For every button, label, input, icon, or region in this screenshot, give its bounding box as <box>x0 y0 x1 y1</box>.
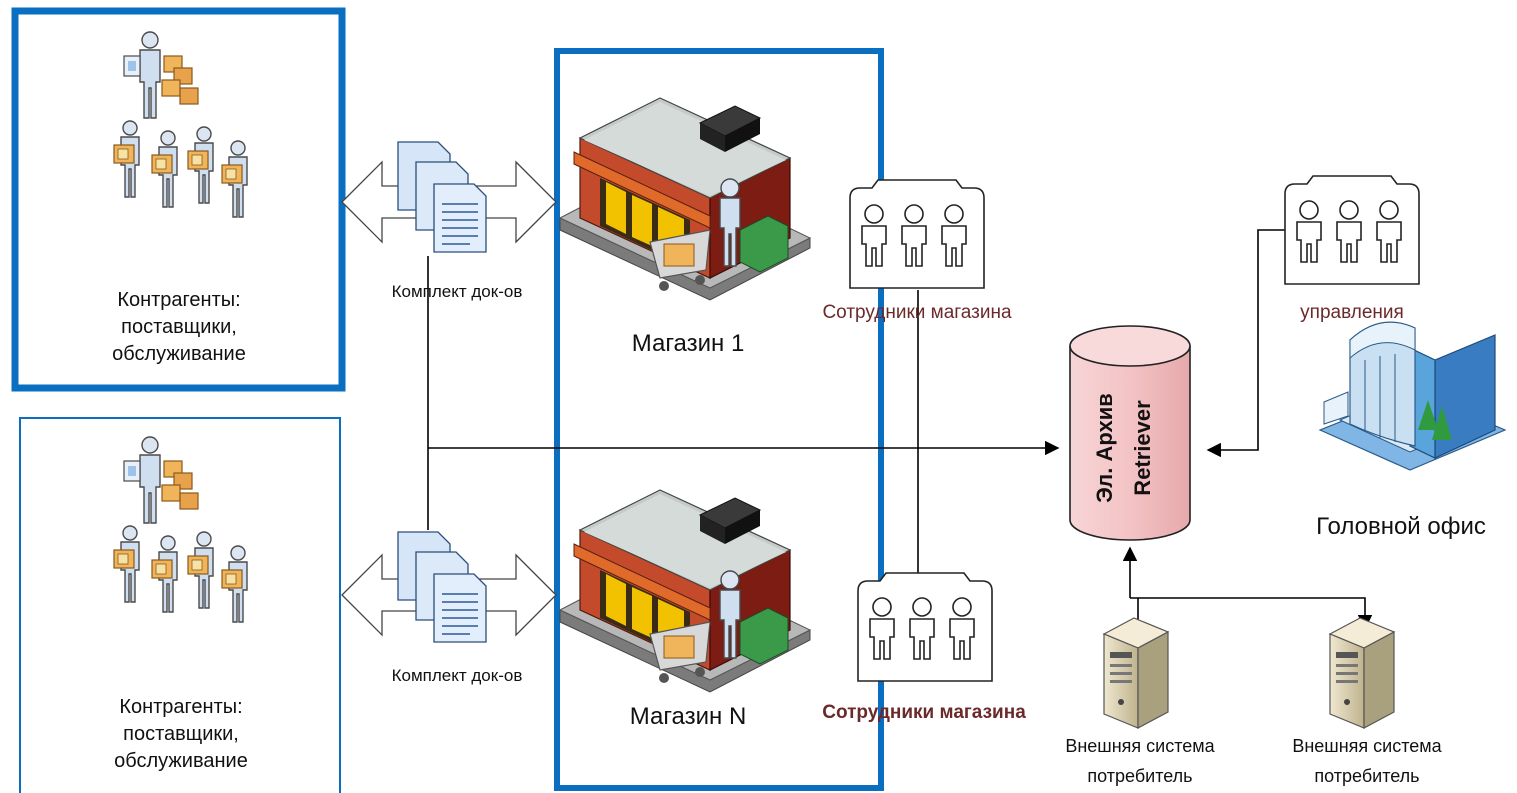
supplier-people-icon <box>114 437 247 622</box>
staff-label-1: Сотрудники магазина <box>822 302 1012 323</box>
doc-set-label-2: Комплект док-ов <box>391 666 523 685</box>
staff-label-2: Сотрудники магазина <box>822 702 1026 723</box>
staff-group-icon <box>857 572 993 682</box>
contractor-frame-2 <box>19 417 341 793</box>
external-system-label-2: Внешняя система потребитель <box>1257 731 1477 791</box>
contractor-1-line2: поставщики, <box>121 316 237 338</box>
contractor-2-line3: обслуживание <box>114 750 248 772</box>
external-system-2-line2: потребитель <box>1314 766 1420 786</box>
contractor-frame-1 <box>11 7 346 392</box>
store-label-1: Магазин 1 <box>631 330 745 357</box>
contractor-label-1: Контрагенты: поставщики, обслуживание <box>29 287 329 368</box>
doc-set-label-1: Комплект док-ов <box>391 282 523 301</box>
store-label-2: Магазин N <box>629 703 747 730</box>
contractor-label-2: Контрагенты: поставщики, обслуживание <box>31 694 331 775</box>
staff-group-icon <box>849 179 985 289</box>
external-system-1-line2: потребитель <box>1087 766 1193 786</box>
store-icon <box>559 489 811 693</box>
office-label: Головной офис <box>1316 513 1486 540</box>
documents-icon <box>397 141 487 253</box>
stores-frame <box>554 48 884 791</box>
server-icon <box>1329 617 1395 729</box>
staff-group-icon <box>1284 175 1420 285</box>
database-icon <box>1069 325 1191 541</box>
contractor-2-line1: Контрагенты: <box>119 696 243 718</box>
external-system-2-line1: Внешняя система <box>1292 736 1442 756</box>
contractor-2-line2: поставщики, <box>123 723 239 745</box>
contractor-1-line3: обслуживание <box>112 343 246 365</box>
documents-icon <box>397 531 487 643</box>
archive-label-line1: Эл. Архив <box>1092 393 1117 503</box>
store-icon <box>559 97 811 301</box>
contractor-1-line1: Контрагенты: <box>117 289 241 311</box>
supplier-people-icon <box>114 32 247 217</box>
server-icon <box>1103 617 1169 729</box>
office-building-icon <box>1318 321 1507 471</box>
staff-label-3: управления <box>1300 302 1404 323</box>
external-system-label-1: Внешняя система потребитель <box>1030 731 1250 791</box>
external-system-1-line1: Внешняя система <box>1065 736 1215 756</box>
archive-label-line2: Retriever <box>1130 400 1155 496</box>
